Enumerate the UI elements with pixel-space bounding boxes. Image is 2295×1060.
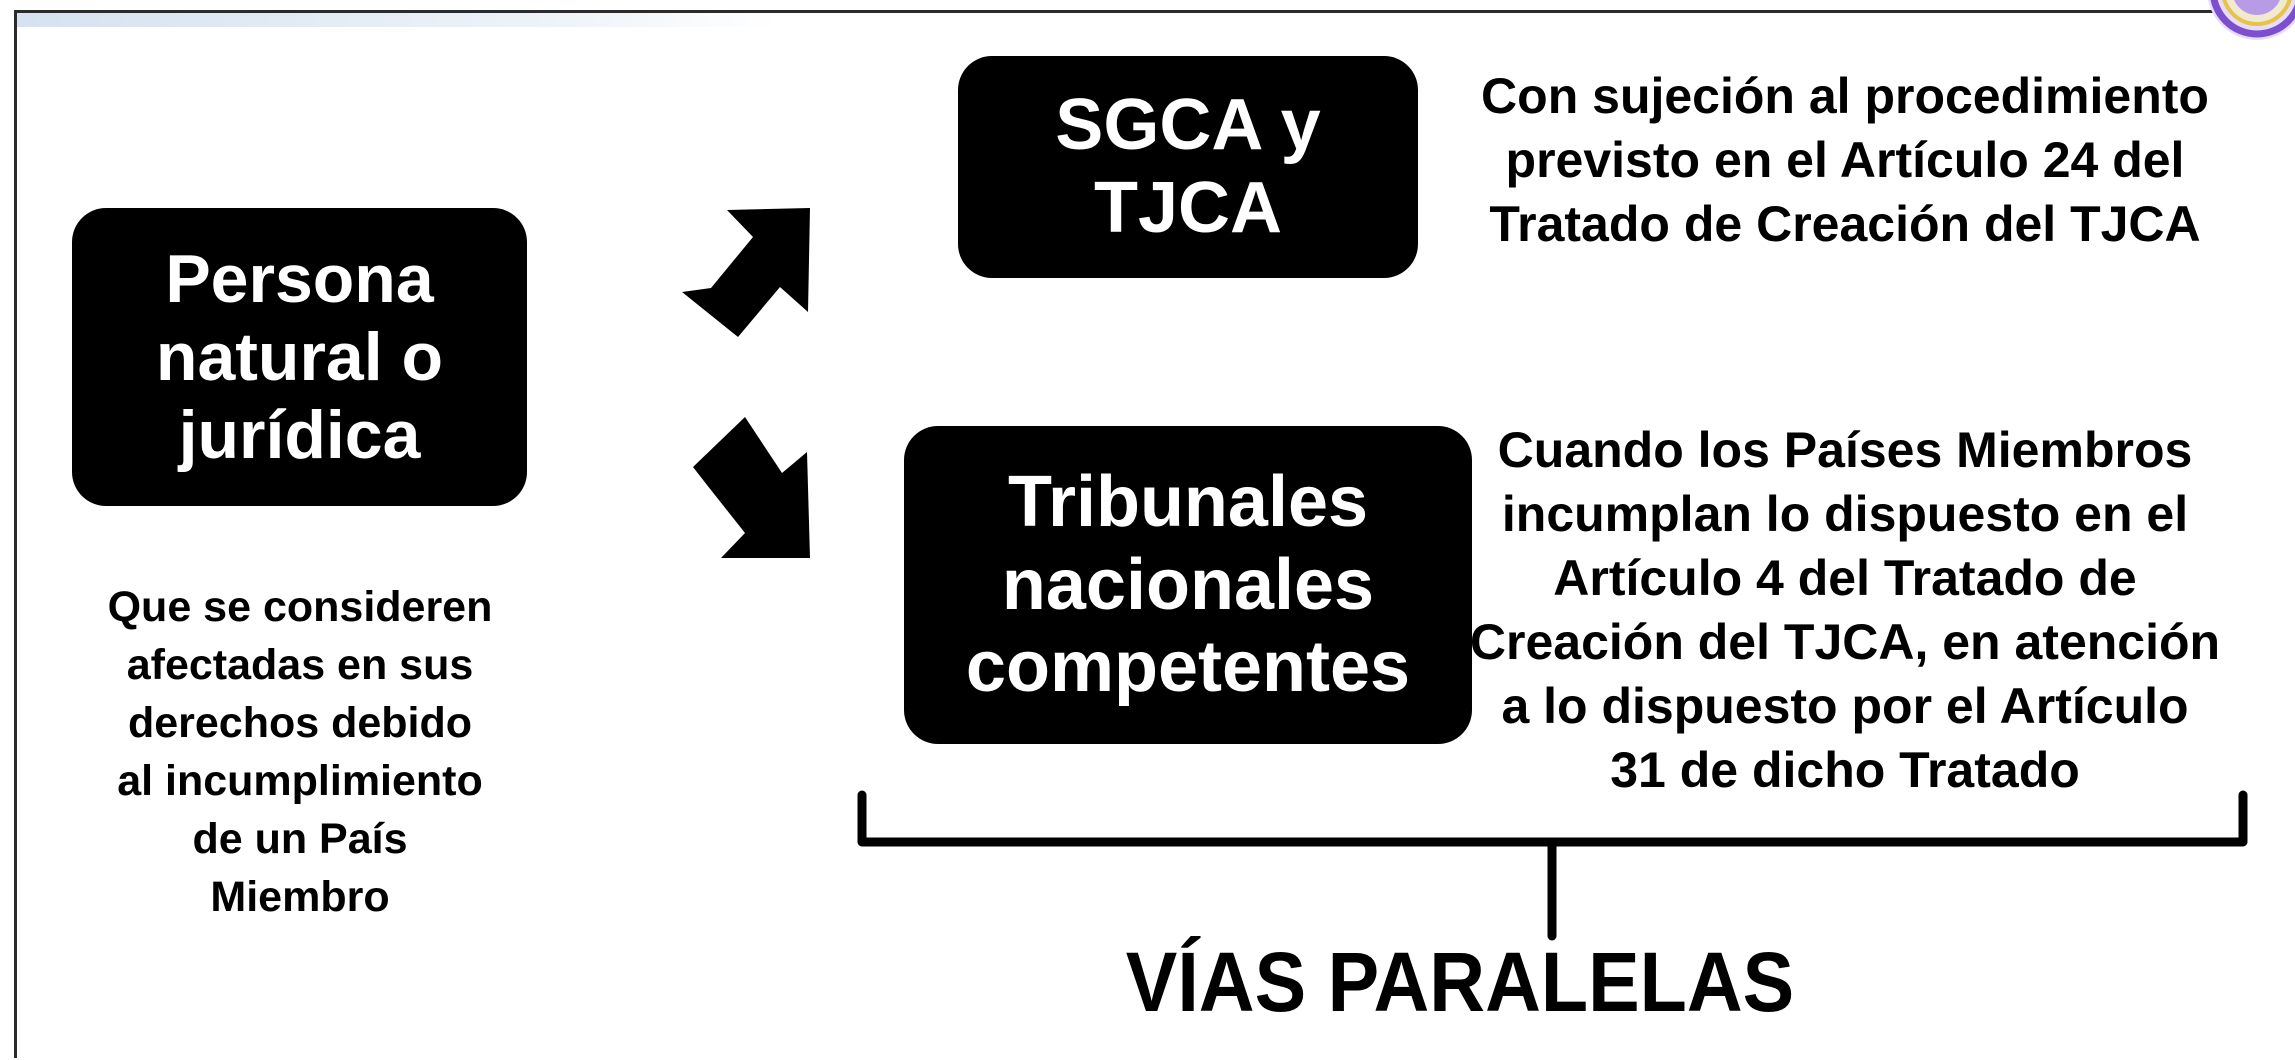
arrow-down-right-icon — [693, 417, 810, 558]
seal-icon — [2208, 0, 2295, 40]
tribunales-box: Tribunales nacionales competentes — [904, 426, 1472, 744]
tribunales-note: Cuando los Países Miembros incumplan lo … — [1469, 422, 2221, 798]
title-vias-paralelas: VÍAS PARALELAS — [1125, 935, 1795, 1029]
persona-note: Que se consideren afectadas en sus derec… — [107, 583, 493, 922]
arrow-up-right-icon — [682, 208, 810, 337]
sgca-box: SGCA y TJCA — [958, 56, 1418, 278]
top-shade — [17, 13, 777, 27]
sgca-note: Con sujeción al procedimiento previsto e… — [1481, 68, 2209, 252]
persona-box: Persona natural o jurídica — [72, 208, 527, 506]
bracket-icon — [857, 790, 2248, 941]
